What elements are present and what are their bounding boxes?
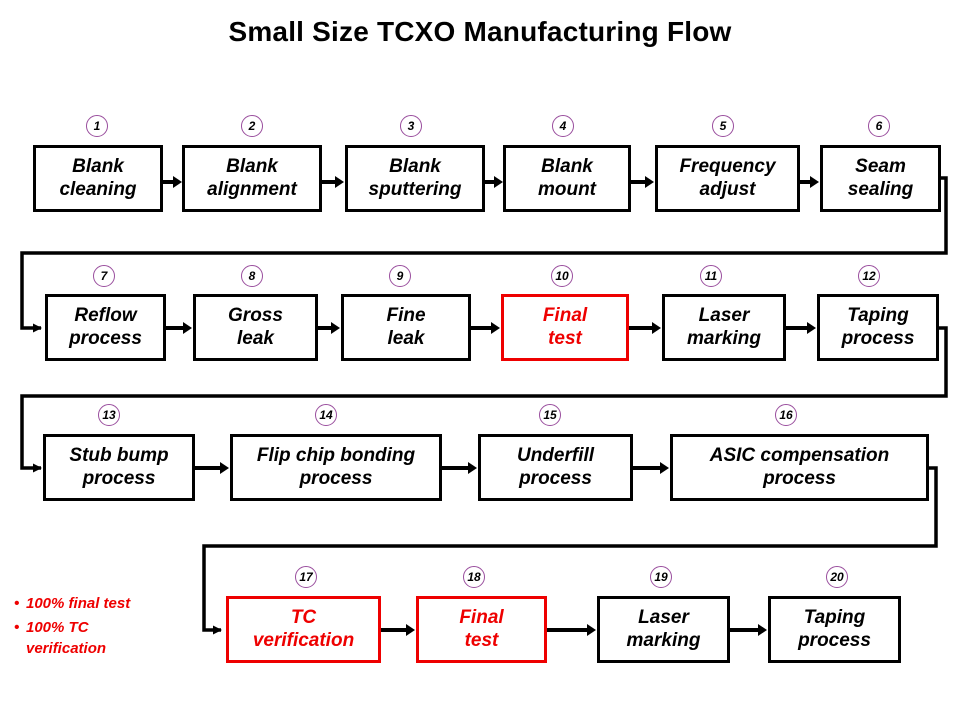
- step-number-9: 9: [389, 265, 411, 287]
- process-box-6[interactable]: Seam sealing: [820, 145, 941, 212]
- process-label-20: Taping process: [798, 607, 871, 651]
- step-number-11: 11: [700, 265, 722, 287]
- process-box-12[interactable]: Taping process: [817, 294, 939, 361]
- process-label-16: ASIC compensation process: [709, 445, 890, 489]
- process-label-8: Gross leak: [228, 305, 283, 349]
- process-box-8[interactable]: Gross leak: [193, 294, 318, 361]
- process-label-19: Laser marking: [626, 607, 701, 651]
- process-box-13[interactable]: Stub bump process: [43, 434, 195, 501]
- process-label-11: Laser marking: [687, 305, 761, 349]
- process-label-7: Reflow process: [69, 305, 142, 349]
- process-label-5: Frequency adjust: [679, 156, 776, 200]
- page-title: Small Size TCXO Manufacturing Flow: [228, 16, 732, 47]
- step-number-3: 3: [400, 115, 422, 137]
- process-box-10[interactable]: Final test: [501, 294, 629, 361]
- step-number-20: 20: [826, 566, 848, 588]
- notes-list: • 100% final test • 100% TC verification: [14, 594, 204, 663]
- process-label-4: Blank mount: [537, 156, 597, 200]
- step-number-17: 17: [295, 566, 317, 588]
- process-box-14[interactable]: Flip chip bonding process: [230, 434, 442, 501]
- step-number-1: 1: [86, 115, 108, 137]
- process-label-10: Final test: [542, 305, 588, 349]
- process-box-7[interactable]: Reflow process: [45, 294, 166, 361]
- process-label-12: Taping process: [841, 305, 915, 349]
- step-number-13: 13: [98, 404, 120, 426]
- note-text-2: 100% TC verification: [26, 619, 107, 657]
- step-number-14: 14: [315, 404, 337, 426]
- note-item-2: • 100% TC verification: [14, 618, 204, 659]
- process-label-18: Final test: [459, 607, 504, 651]
- step-number-18: 18: [463, 566, 485, 588]
- process-box-3[interactable]: Blank sputtering: [345, 145, 485, 212]
- process-label-6: Seam sealing: [847, 156, 914, 200]
- process-box-20[interactable]: Taping process: [768, 596, 901, 663]
- process-label-9: Fine leak: [386, 305, 426, 349]
- process-box-19[interactable]: Laser marking: [597, 596, 730, 663]
- bullet-icon: •: [14, 619, 20, 637]
- process-box-18[interactable]: Final test: [416, 596, 547, 663]
- step-number-7: 7: [93, 265, 115, 287]
- process-label-1: Blank cleaning: [59, 156, 137, 200]
- process-label-14: Flip chip bonding process: [256, 445, 416, 489]
- step-number-10: 10: [551, 265, 573, 287]
- process-box-16[interactable]: ASIC compensation process: [670, 434, 929, 501]
- bullet-icon: •: [14, 595, 20, 612]
- process-box-5[interactable]: Frequency adjust: [655, 145, 800, 212]
- step-number-8: 8: [241, 265, 263, 287]
- step-number-5: 5: [712, 115, 734, 137]
- process-box-4[interactable]: Blank mount: [503, 145, 631, 212]
- note-item-1: • 100% final test: [14, 594, 204, 614]
- process-box-1[interactable]: Blank cleaning: [33, 145, 163, 212]
- step-number-19: 19: [650, 566, 672, 588]
- process-box-2[interactable]: Blank alignment: [182, 145, 322, 212]
- process-box-15[interactable]: Underfill process: [478, 434, 633, 501]
- note-text-1: 100% final test: [26, 595, 131, 612]
- process-label-2: Blank alignment: [207, 156, 297, 200]
- step-number-6: 6: [868, 115, 890, 137]
- step-number-15: 15: [539, 404, 561, 426]
- process-label-17: TC verification: [252, 607, 355, 651]
- process-box-17[interactable]: TC verification: [226, 596, 381, 663]
- process-box-9[interactable]: Fine leak: [341, 294, 471, 361]
- process-label-15: Underfill process: [516, 445, 595, 489]
- process-label-13: Stub bump process: [69, 445, 169, 489]
- process-box-11[interactable]: Laser marking: [662, 294, 786, 361]
- process-label-3: Blank sputtering: [368, 156, 462, 200]
- step-number-2: 2: [241, 115, 263, 137]
- step-number-4: 4: [552, 115, 574, 137]
- step-number-16: 16: [775, 404, 797, 426]
- step-number-12: 12: [858, 265, 880, 287]
